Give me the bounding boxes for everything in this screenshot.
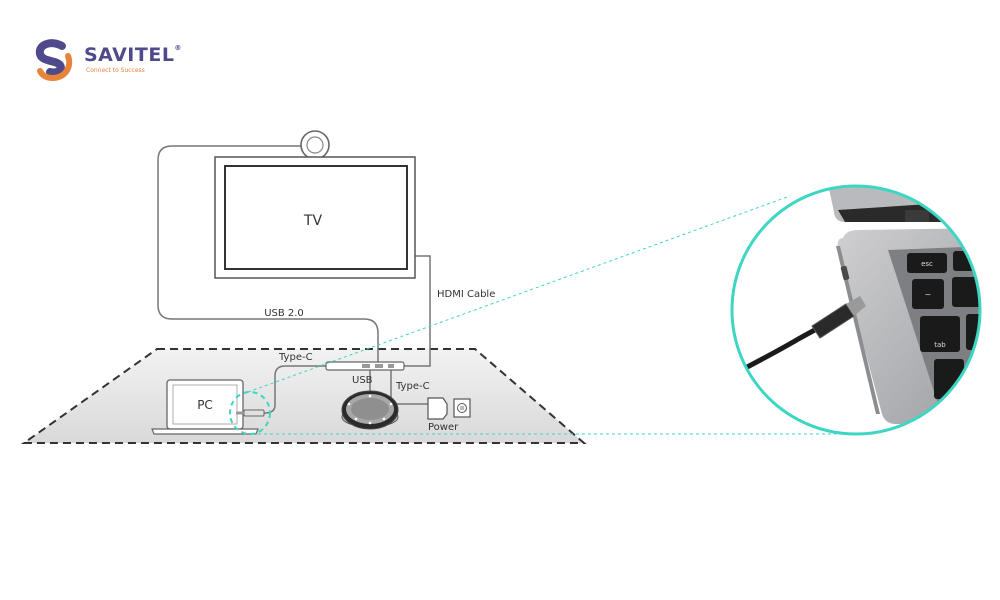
desk-area — [20, 348, 587, 444]
brand-name: SAVITEL® — [84, 44, 182, 66]
esc-key-label: esc — [921, 260, 933, 268]
port-highlight-circle — [229, 391, 271, 435]
zoom-detail-border — [730, 184, 982, 436]
type-c-right-label: Type-C — [395, 381, 430, 392]
usb-c-plug — [236, 409, 265, 417]
savitel-logo: SAVITEL® Connect to Success — [34, 38, 184, 84]
type-c-top-label: Type-C — [278, 352, 313, 363]
usb-2-0-label: USB 2.0 — [264, 308, 304, 319]
zoom-guide-top — [247, 195, 791, 393]
registered-mark: ® — [174, 44, 182, 52]
savitel-s-mark-icon — [35, 39, 73, 82]
usb-hub — [325, 361, 405, 371]
pc-label: PC — [197, 398, 213, 412]
pc-laptop: PC — [151, 379, 259, 435]
speakerphone — [341, 390, 399, 430]
camera — [300, 130, 330, 160]
hdmi-cable-label: HDMI Cable — [437, 289, 495, 300]
tv-label: TV — [303, 213, 323, 229]
usb-2-0-cable — [157, 145, 379, 365]
brand-tagline: Connect to Success — [86, 67, 145, 74]
tilde-key-label: ~ — [925, 290, 932, 299]
hdmi-cable — [404, 255, 431, 367]
tv: TV — [214, 156, 416, 279]
power-label: Power — [428, 422, 459, 433]
power-adapter — [427, 397, 471, 420]
usb-label: USB — [352, 375, 373, 386]
tab-key-label: tab — [934, 341, 946, 349]
